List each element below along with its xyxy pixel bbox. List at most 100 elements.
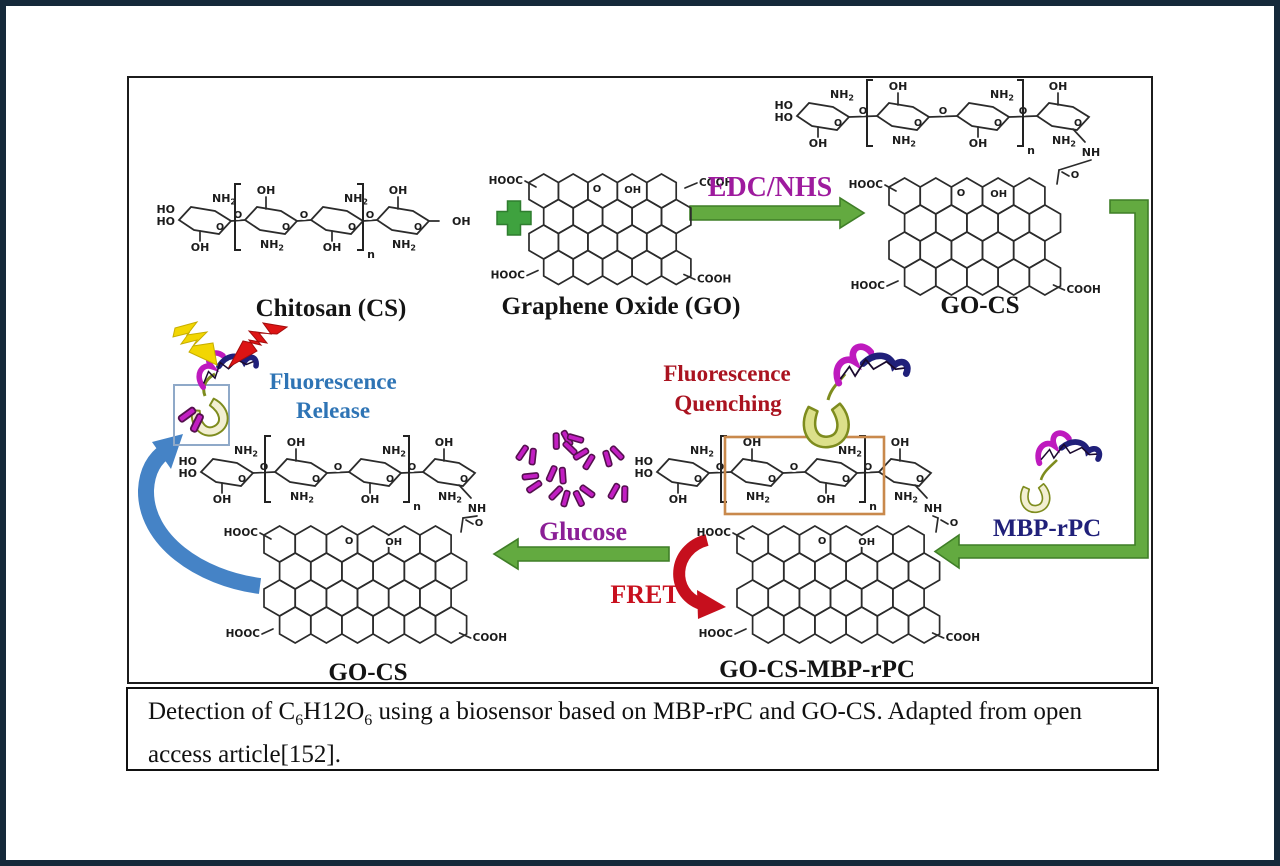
svg-text:HOOC: HOOC xyxy=(224,527,259,539)
svg-text:O: O xyxy=(790,462,799,473)
svg-text:O: O xyxy=(694,474,702,485)
svg-text:O: O xyxy=(282,222,290,233)
svg-text:HOOC: HOOC xyxy=(697,527,732,539)
svg-text:NH2: NH2 xyxy=(392,238,416,253)
go-cs-mbp-rpc-label: GO-CS-MBP-rPC xyxy=(719,656,915,683)
glucose-molecule xyxy=(602,445,625,468)
yellow-lightning-icon xyxy=(172,321,218,366)
svg-text:OH: OH xyxy=(191,241,210,254)
quenched-mbp-cup xyxy=(802,402,850,449)
svg-text:O: O xyxy=(1074,118,1082,129)
mbp-rpc-stem xyxy=(1039,459,1058,481)
glucose-molecule xyxy=(572,447,596,471)
mbp-rpc-label: MBP-rPC xyxy=(992,515,1102,542)
svg-text:NH: NH xyxy=(1082,146,1100,159)
svg-text:O: O xyxy=(300,210,309,221)
fluorescence-release-label-line2: Release xyxy=(295,398,371,423)
svg-text:O: O xyxy=(916,474,924,485)
svg-text:HO: HO xyxy=(178,467,197,480)
svg-text:O: O xyxy=(475,518,484,529)
svg-text:OH: OH xyxy=(969,137,988,150)
svg-text:NH: NH xyxy=(924,502,942,515)
svg-text:NH2: NH2 xyxy=(290,490,314,505)
svg-text:COOH: COOH xyxy=(473,632,507,644)
go-cs-bottom-label: GO-CS xyxy=(328,659,408,686)
svg-text:O: O xyxy=(834,118,842,129)
svg-text:OH: OH xyxy=(669,493,688,506)
graphene-oxide-label: Graphene Oxide (GO) xyxy=(501,293,741,320)
svg-text:NH2: NH2 xyxy=(260,238,284,253)
svg-text:O: O xyxy=(348,222,356,233)
released-mbp-stem xyxy=(202,372,216,397)
svg-text:OH: OH xyxy=(858,537,875,548)
svg-text:COOH: COOH xyxy=(697,274,731,286)
svg-text:O: O xyxy=(859,106,868,117)
glucose-molecule xyxy=(545,465,567,485)
svg-text:O: O xyxy=(345,536,354,547)
svg-text:COOH: COOH xyxy=(1066,284,1100,296)
fluorescence-quenching-label-line2: Quenching xyxy=(674,391,782,416)
svg-text:OH: OH xyxy=(257,184,276,197)
svg-text:OH: OH xyxy=(361,493,380,506)
svg-text:OH: OH xyxy=(213,493,232,506)
glucose-molecules xyxy=(515,429,629,508)
svg-text:n: n xyxy=(413,500,421,513)
svg-text:O: O xyxy=(414,222,422,233)
svg-text:O: O xyxy=(914,118,922,129)
svg-text:NH2: NH2 xyxy=(344,192,368,207)
glucose-molecule xyxy=(515,444,537,466)
svg-text:NH2: NH2 xyxy=(438,490,462,505)
svg-text:HOOC: HOOC xyxy=(849,179,884,191)
fret-arrow xyxy=(673,534,726,619)
svg-text:O: O xyxy=(386,474,394,485)
plus-icon xyxy=(496,200,532,236)
mbp-rpc-fluorophore xyxy=(1035,430,1103,467)
svg-text:O: O xyxy=(334,462,343,473)
red-lightning-icon xyxy=(227,322,289,369)
glucose-molecule xyxy=(177,406,204,433)
svg-text:n: n xyxy=(367,248,375,261)
svg-text:O: O xyxy=(768,474,776,485)
svg-text:NH2: NH2 xyxy=(382,444,406,459)
svg-text:NH2: NH2 xyxy=(1052,134,1076,149)
svg-text:NH2: NH2 xyxy=(690,444,714,459)
glucose-molecule xyxy=(572,484,596,508)
svg-text:O: O xyxy=(216,222,224,233)
svg-text:O: O xyxy=(957,188,966,199)
svg-text:OH: OH xyxy=(435,436,454,449)
fret-label: FRET xyxy=(610,580,680,609)
quenched-fluorophore xyxy=(833,343,911,387)
fluorescence-quenching-label-line1: Fluorescence xyxy=(663,361,791,386)
svg-text:HO: HO xyxy=(178,455,197,468)
svg-text:HO: HO xyxy=(634,455,653,468)
fluorescence-release-label-line1: Fluorescence xyxy=(269,369,397,394)
svg-text:OH: OH xyxy=(287,436,306,449)
caption-box: Detection of C6H12O6 using a biosensor b… xyxy=(126,687,1159,771)
svg-text:HOOC: HOOC xyxy=(226,628,261,640)
svg-text:OH: OH xyxy=(385,537,402,548)
go-cs-top-label: GO-CS xyxy=(940,292,1020,319)
chitosan-label: Chitosan (CS) xyxy=(255,295,407,322)
svg-text:NH2: NH2 xyxy=(990,88,1014,103)
svg-text:O: O xyxy=(238,474,246,485)
svg-text:O: O xyxy=(312,474,320,485)
svg-text:O: O xyxy=(950,518,959,529)
svg-text:OH: OH xyxy=(1049,80,1068,93)
svg-text:HO: HO xyxy=(156,215,175,228)
svg-text:NH2: NH2 xyxy=(746,490,770,505)
svg-text:HO: HO xyxy=(156,203,175,216)
svg-text:OH: OH xyxy=(891,436,910,449)
svg-text:OH: OH xyxy=(743,436,762,449)
svg-text:NH2: NH2 xyxy=(830,88,854,103)
svg-text:OH: OH xyxy=(389,184,408,197)
svg-text:O: O xyxy=(1071,170,1080,181)
svg-text:O: O xyxy=(460,474,468,485)
glucose-molecule xyxy=(548,485,571,508)
